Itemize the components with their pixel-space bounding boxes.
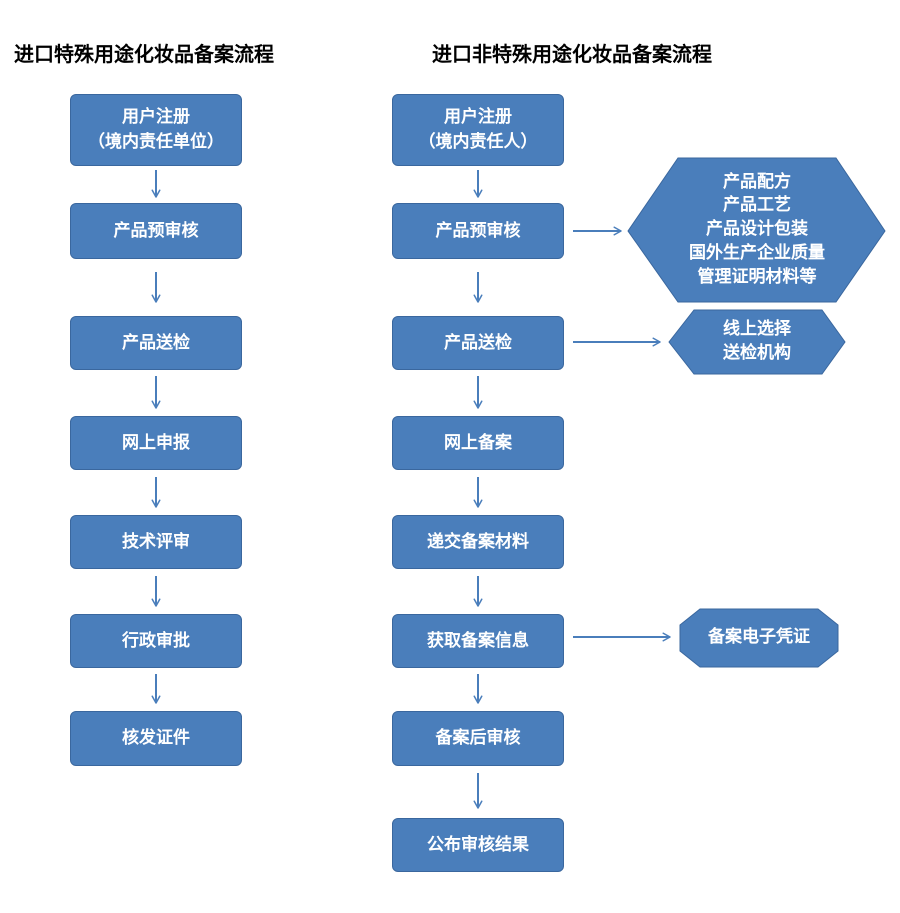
materials-line-1: 产品配方	[723, 171, 791, 192]
materials-line-3: 产品设计包装	[706, 219, 808, 240]
materials-line-5: 管理证明材料等	[697, 266, 817, 287]
right-step-get-info-label: 获取备案信息	[427, 630, 529, 651]
callout-arrows	[573, 226, 671, 642]
certificate-octagon	[679, 608, 839, 668]
right-step-register: 用户注册 （境内责任人）	[392, 94, 564, 166]
left-step-online-apply: 网上申报	[70, 416, 242, 470]
certificate-line-1: 备案电子凭证	[708, 627, 810, 648]
certificate-callout: 备案电子凭证	[684, 611, 834, 665]
inspection-callout: 线上选择 送检机构	[680, 312, 834, 372]
right-step-publish-result-label: 公布审核结果	[427, 834, 529, 855]
left-step-online-apply-label: 网上申报	[122, 432, 190, 453]
right-step-pre-review-label: 产品预审核	[435, 220, 521, 241]
left-step-inspection-label: 产品送检	[122, 332, 190, 353]
materials-line-2: 产品工艺	[723, 195, 791, 216]
left-step-inspection: 产品送检	[70, 316, 242, 370]
inspection-line-2: 送检机构	[723, 343, 791, 363]
left-step-register-label: 用户注册	[122, 107, 190, 128]
right-step-online-filing: 网上备案	[392, 416, 564, 470]
right-step-pre-review: 产品预审核	[392, 203, 564, 259]
right-step-online-filing-label: 网上备案	[444, 432, 512, 453]
right-flow-title: 进口非特殊用途化妆品备案流程	[432, 42, 712, 66]
left-step-issue-cert: 核发证件	[70, 711, 242, 766]
right-step-submit-materials: 递交备案材料	[392, 515, 564, 569]
left-step-register: 用户注册 （境内责任单位）	[70, 94, 242, 166]
materials-hexagon	[627, 157, 886, 303]
materials-line-4: 国外生产企业质量	[689, 242, 825, 263]
right-step-post-review-label: 备案后审核	[435, 728, 521, 749]
right-step-register-sublabel: （境内责任人）	[418, 132, 538, 152]
right-step-inspection: 产品送检	[392, 316, 564, 370]
right-step-register-label: 用户注册	[444, 107, 512, 128]
materials-callout: 产品配方 产品工艺 产品设计包装 国外生产企业质量 管理证明材料等	[640, 160, 874, 300]
left-flow-title: 进口特殊用途化妆品备案流程	[14, 42, 274, 66]
right-step-publish-result: 公布审核结果	[392, 818, 564, 872]
left-step-pre-review-label: 产品预审核	[113, 220, 199, 241]
left-step-admin-approval-label: 行政审批	[122, 630, 190, 651]
right-step-inspection-label: 产品送检	[444, 332, 512, 353]
right-step-submit-materials-label: 递交备案材料	[427, 531, 529, 552]
left-step-admin-approval: 行政审批	[70, 614, 242, 668]
inspection-hexagon	[668, 309, 846, 375]
left-step-register-sublabel: （境内责任单位）	[88, 132, 224, 152]
inspection-line-1: 线上选择	[723, 319, 791, 340]
left-step-tech-review-label: 技术评审	[122, 531, 190, 552]
right-step-get-info: 获取备案信息	[392, 614, 564, 668]
left-step-pre-review: 产品预审核	[70, 203, 242, 259]
right-step-post-review: 备案后审核	[392, 711, 564, 766]
left-step-issue-cert-label: 核发证件	[122, 728, 190, 749]
left-step-tech-review: 技术评审	[70, 515, 242, 569]
